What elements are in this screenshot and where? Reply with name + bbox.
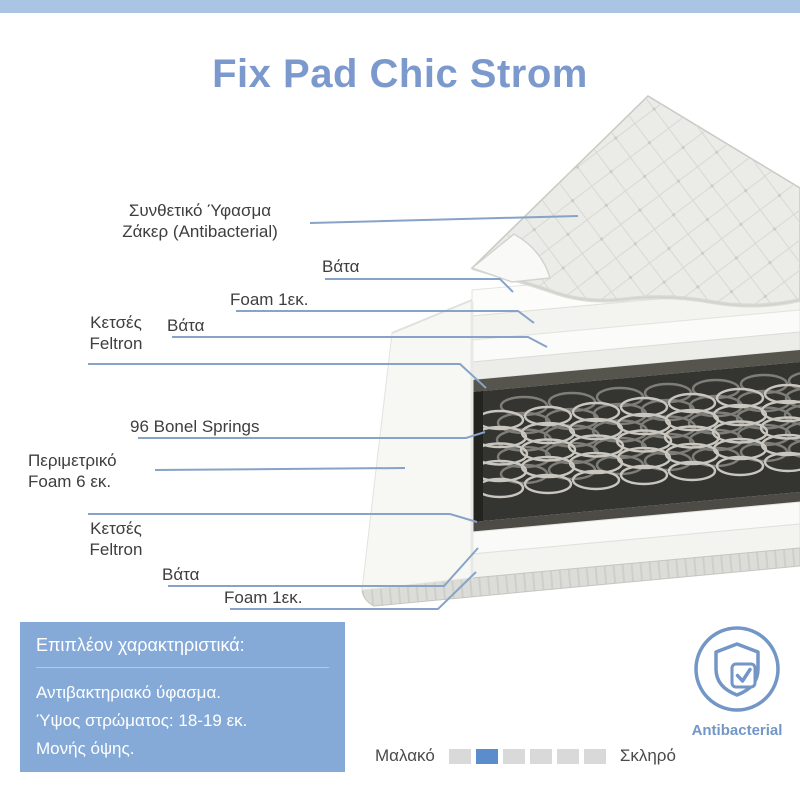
leader-feltron-2 bbox=[88, 513, 478, 523]
extra-features-divider bbox=[36, 667, 329, 668]
firmness-square-5 bbox=[556, 748, 579, 764]
leader-foam-2 bbox=[230, 571, 477, 610]
antibacterial-label: Antibacterial bbox=[691, 722, 783, 739]
extra-feature-line: Ύψος στρώματος: 18-19 εκ. bbox=[36, 711, 248, 730]
leader-vata-2 bbox=[172, 336, 548, 348]
label-foam-1: Foam 1εκ. bbox=[230, 290, 309, 309]
firmness-hard-label: Σκληρό bbox=[619, 746, 676, 765]
leader-foam-1 bbox=[236, 310, 535, 324]
leader-springs bbox=[138, 431, 486, 439]
mattress-layers bbox=[471, 259, 800, 579]
layer-feltron-top-dark bbox=[472, 350, 800, 392]
extra-features-title: Επιπλέον χαρακτηριστικά: bbox=[36, 635, 245, 655]
page-title: Fix Pad Chic Strom bbox=[212, 52, 588, 96]
firmness-square-3 bbox=[502, 748, 525, 764]
label-vata-2: Βάτα bbox=[167, 316, 205, 335]
label-feltron-1: Κετσές Feltron bbox=[89, 313, 143, 353]
firmness-soft-label: Μαλακό bbox=[375, 746, 435, 765]
extra-feature-line: Μονής όψης. bbox=[36, 739, 135, 758]
bottom-piping bbox=[361, 547, 800, 607]
bonel-springs bbox=[472, 370, 800, 522]
label-perimeter-foam: Περιμετρικό Foam 6 εκ. bbox=[28, 451, 117, 491]
firmness-square-6 bbox=[583, 748, 606, 764]
firmness-scale: Μαλακό Σκληρό bbox=[375, 746, 676, 766]
fabric-fold bbox=[470, 233, 551, 283]
label-feltron-2: Κετσές Feltron bbox=[89, 519, 143, 559]
label-fabric: Συνθετικό Ύφασμα Ζάκερ (Antibacterial) bbox=[122, 201, 278, 241]
antibacterial-shield-icon bbox=[694, 626, 780, 712]
antibacterial-badge: Antibacterial bbox=[690, 624, 784, 739]
leader-perimeter-foam bbox=[154, 467, 406, 471]
leader-fabric bbox=[309, 215, 579, 224]
label-springs: 96 Bonel Springs bbox=[130, 417, 260, 436]
firmness-squares bbox=[448, 748, 606, 764]
top-fabric bbox=[470, 95, 800, 308]
leader-vata-1 bbox=[325, 278, 514, 293]
layer-feltron-bottom bbox=[472, 492, 800, 532]
top-accent-strip bbox=[0, 0, 800, 13]
extra-feature-line: Αντιβακτηριακό ύφασμα. bbox=[36, 683, 222, 702]
firmness-square-4 bbox=[529, 748, 552, 764]
leader-lines bbox=[88, 215, 579, 610]
perimeter-foam-side bbox=[361, 299, 474, 591]
leader-feltron-1 bbox=[88, 363, 487, 389]
label-foam-2: Foam 1εκ. bbox=[224, 588, 303, 607]
label-vata-1: Βάτα bbox=[322, 257, 360, 276]
extra-features-box: Επιπλέον χαρακτηριστικά: Αντιβακτηριακό … bbox=[20, 622, 345, 772]
label-vata-3: Βάτα bbox=[162, 565, 200, 584]
firmness-square-2 bbox=[475, 748, 498, 764]
leader-vata-3 bbox=[168, 547, 479, 587]
firmness-square-1 bbox=[448, 748, 471, 764]
